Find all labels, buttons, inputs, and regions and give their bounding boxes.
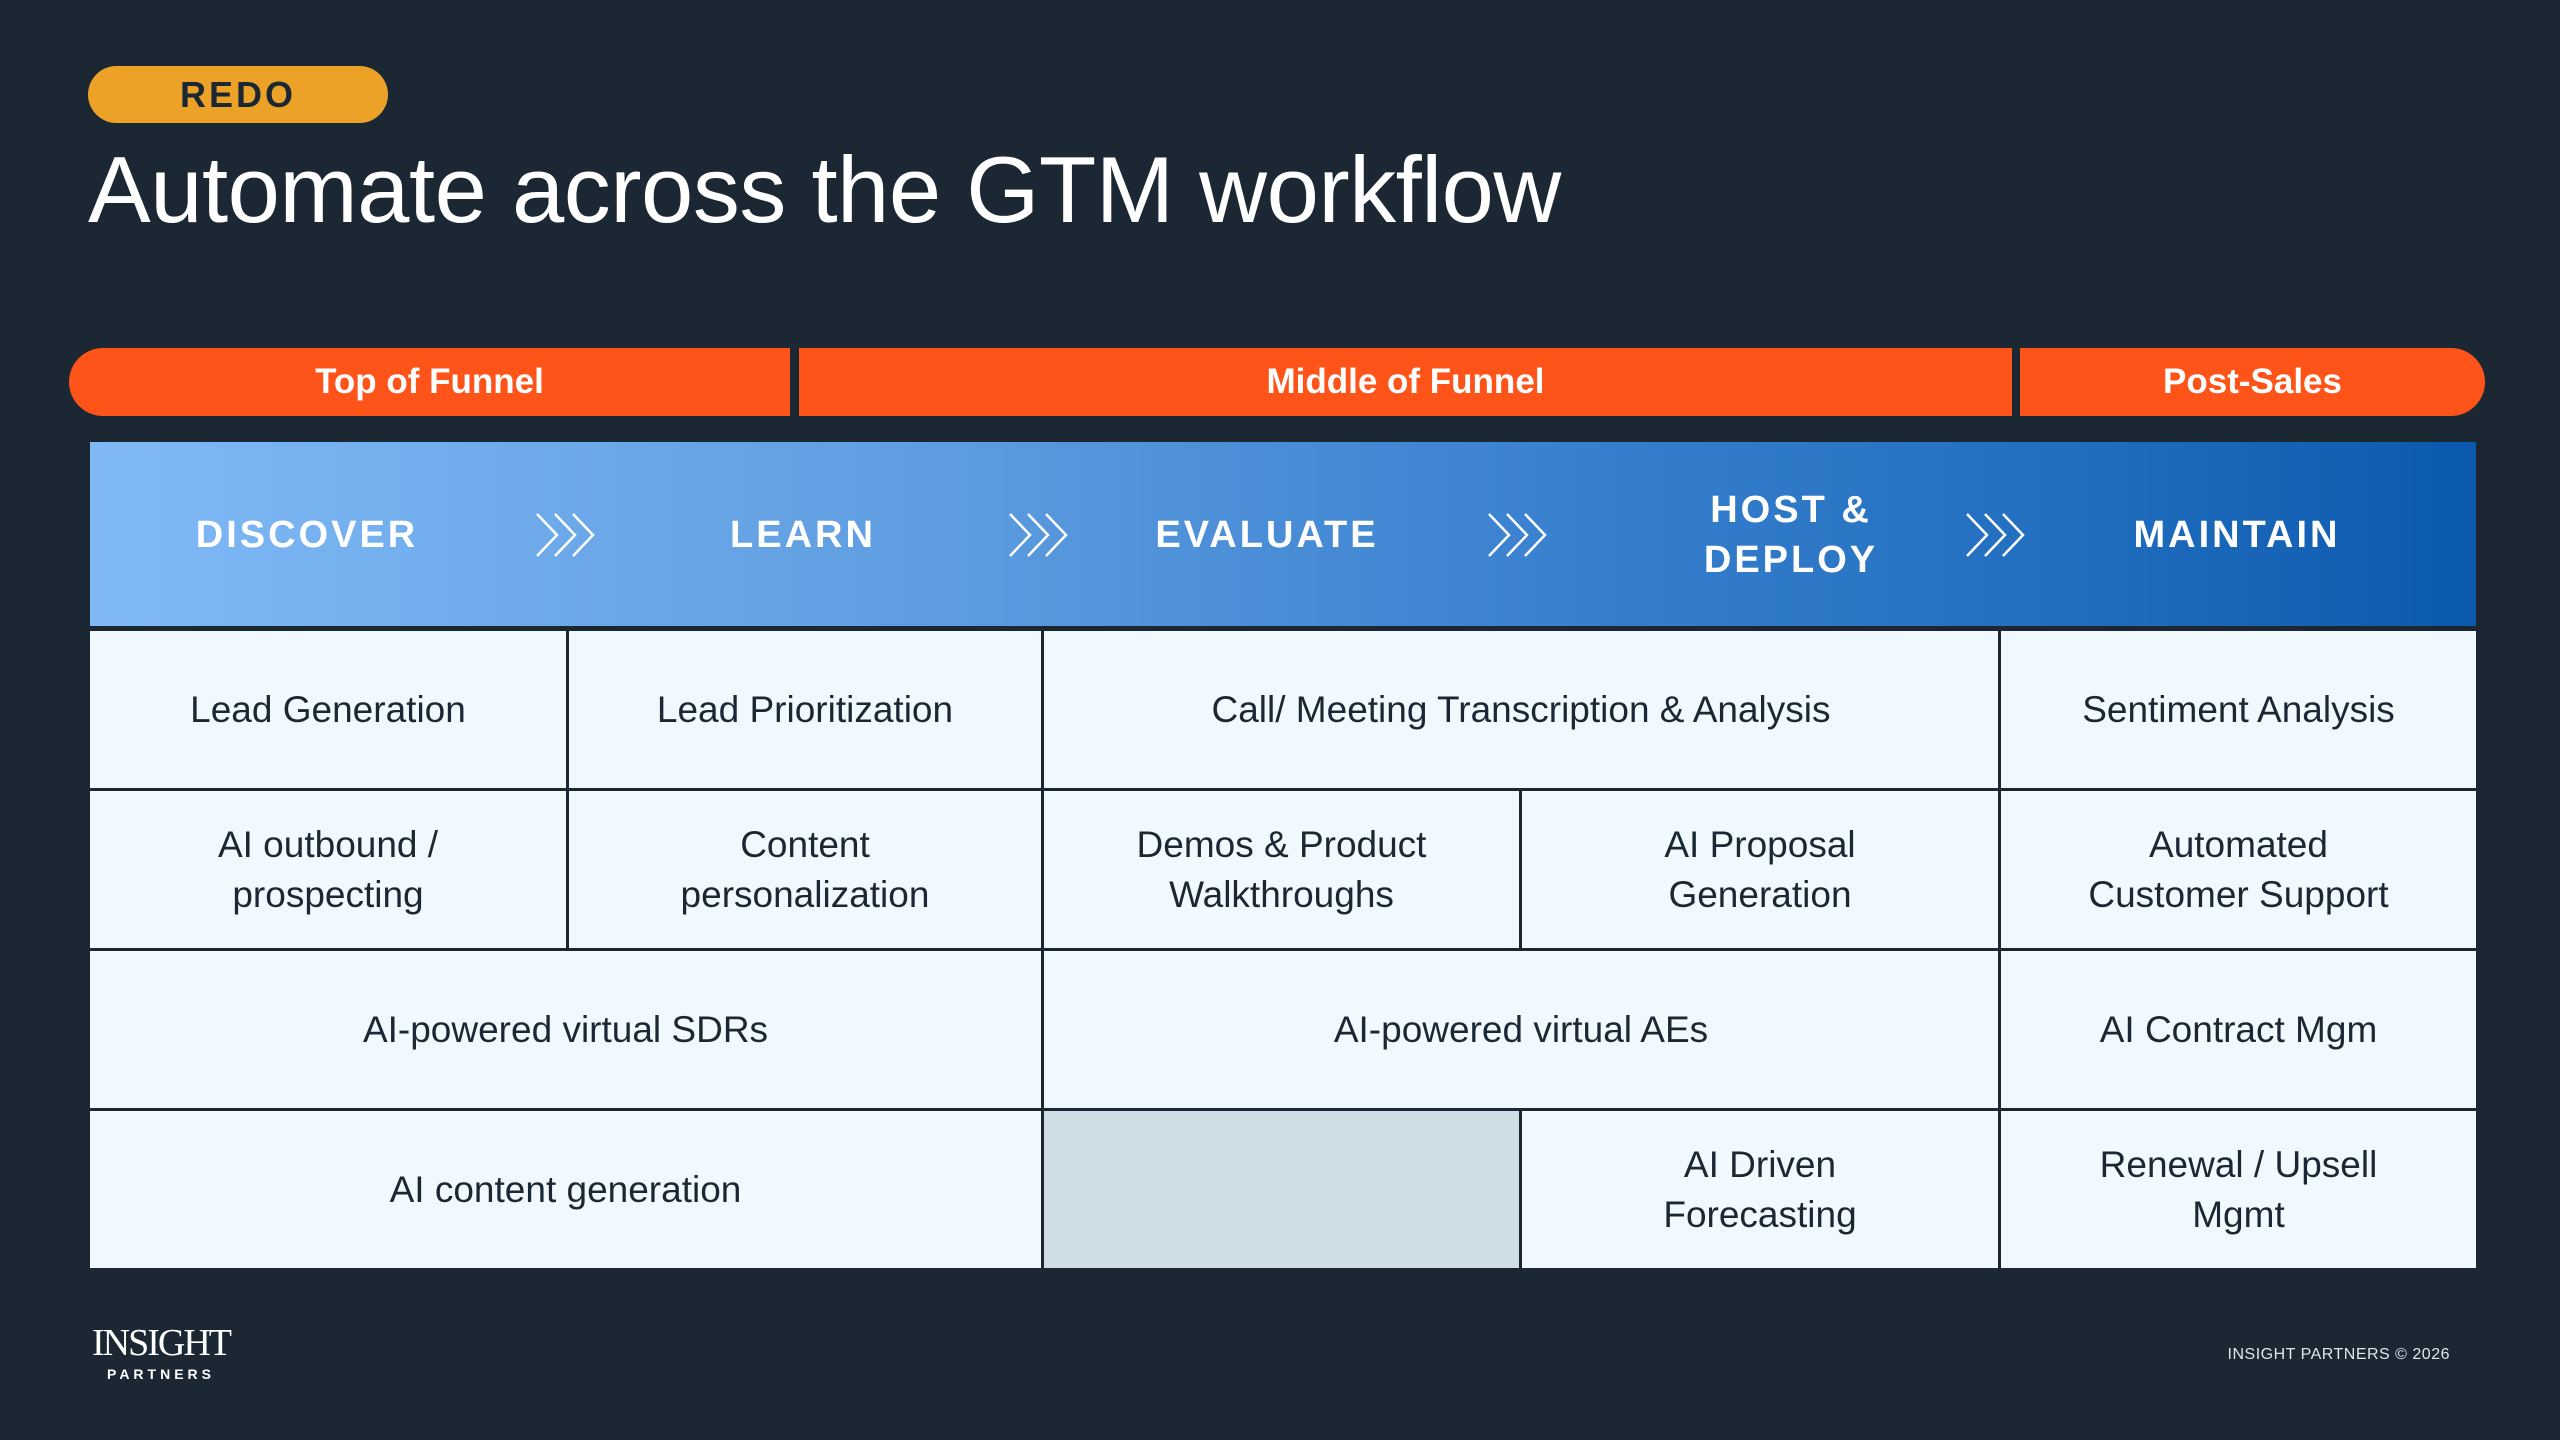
funnel-top-of-funnel: Top of Funnel (69, 348, 790, 416)
insight-partners-logo: INSIGHT PARTNERS (88, 1324, 234, 1382)
stage-label: DISCOVER (195, 513, 419, 556)
use-case-cell: Automated Customer Support (2001, 791, 2476, 948)
use-case-cell: AI Proposal Generation (1522, 791, 1998, 948)
use-case-cell: Sentiment Analysis (2001, 631, 2476, 788)
triple-chevron-right-icon (536, 513, 595, 557)
stage-label: MAINTAIN (2133, 513, 2341, 556)
use-case-cell: AI content generation (90, 1111, 1041, 1268)
use-case-cell: AI Driven Forecasting (1522, 1111, 1998, 1268)
use-case-cell: AI Contract Mgm (2001, 951, 2476, 1108)
status-badge: REDO (88, 66, 388, 123)
stage-label: LEARN (730, 513, 876, 556)
logo-wordmark: INSIGHT (92, 1322, 232, 1364)
use-case-cell: Renewal / Upsell Mgmt (2001, 1111, 2476, 1268)
use-case-cell: AI-powered virtual AEs (1044, 951, 1998, 1108)
triple-chevron-right-icon (1488, 513, 1547, 557)
workflow-stage-band: DISCOVER LEARN EVALUATE HOST & DEPLOY MAINTA… (90, 442, 2476, 627)
stage-label: HOST & DEPLOY (1703, 488, 1879, 581)
use-case-cell: Demos & Product Walkthroughs (1044, 791, 1519, 948)
copyright-text: INSIGHT PARTNERS © 2026 (2227, 1346, 2450, 1363)
funnel-post-sales: Post-Sales (2020, 348, 2485, 416)
page-title: Automate across the GTM workflow (88, 137, 1561, 242)
use-case-cell: Lead Generation (90, 631, 566, 788)
triple-chevron-right-icon (1009, 513, 1068, 557)
use-case-cell: Lead Prioritization (569, 631, 1041, 788)
triple-chevron-right-icon (1966, 513, 2025, 557)
funnel-middle-of-funnel: Middle of Funnel (799, 348, 2012, 416)
use-case-cell: AI outbound / prospecting (90, 791, 566, 948)
use-case-cell: Content personalization (569, 791, 1041, 948)
use-case-cell: Call/ Meeting Transcription & Analysis (1044, 631, 1998, 788)
stage-label: EVALUATE (1155, 513, 1379, 556)
empty-cell (1044, 1111, 1519, 1268)
use-case-cell: AI-powered virtual SDRs (90, 951, 1041, 1108)
logo-subtitle: PARTNERS (107, 1366, 215, 1382)
